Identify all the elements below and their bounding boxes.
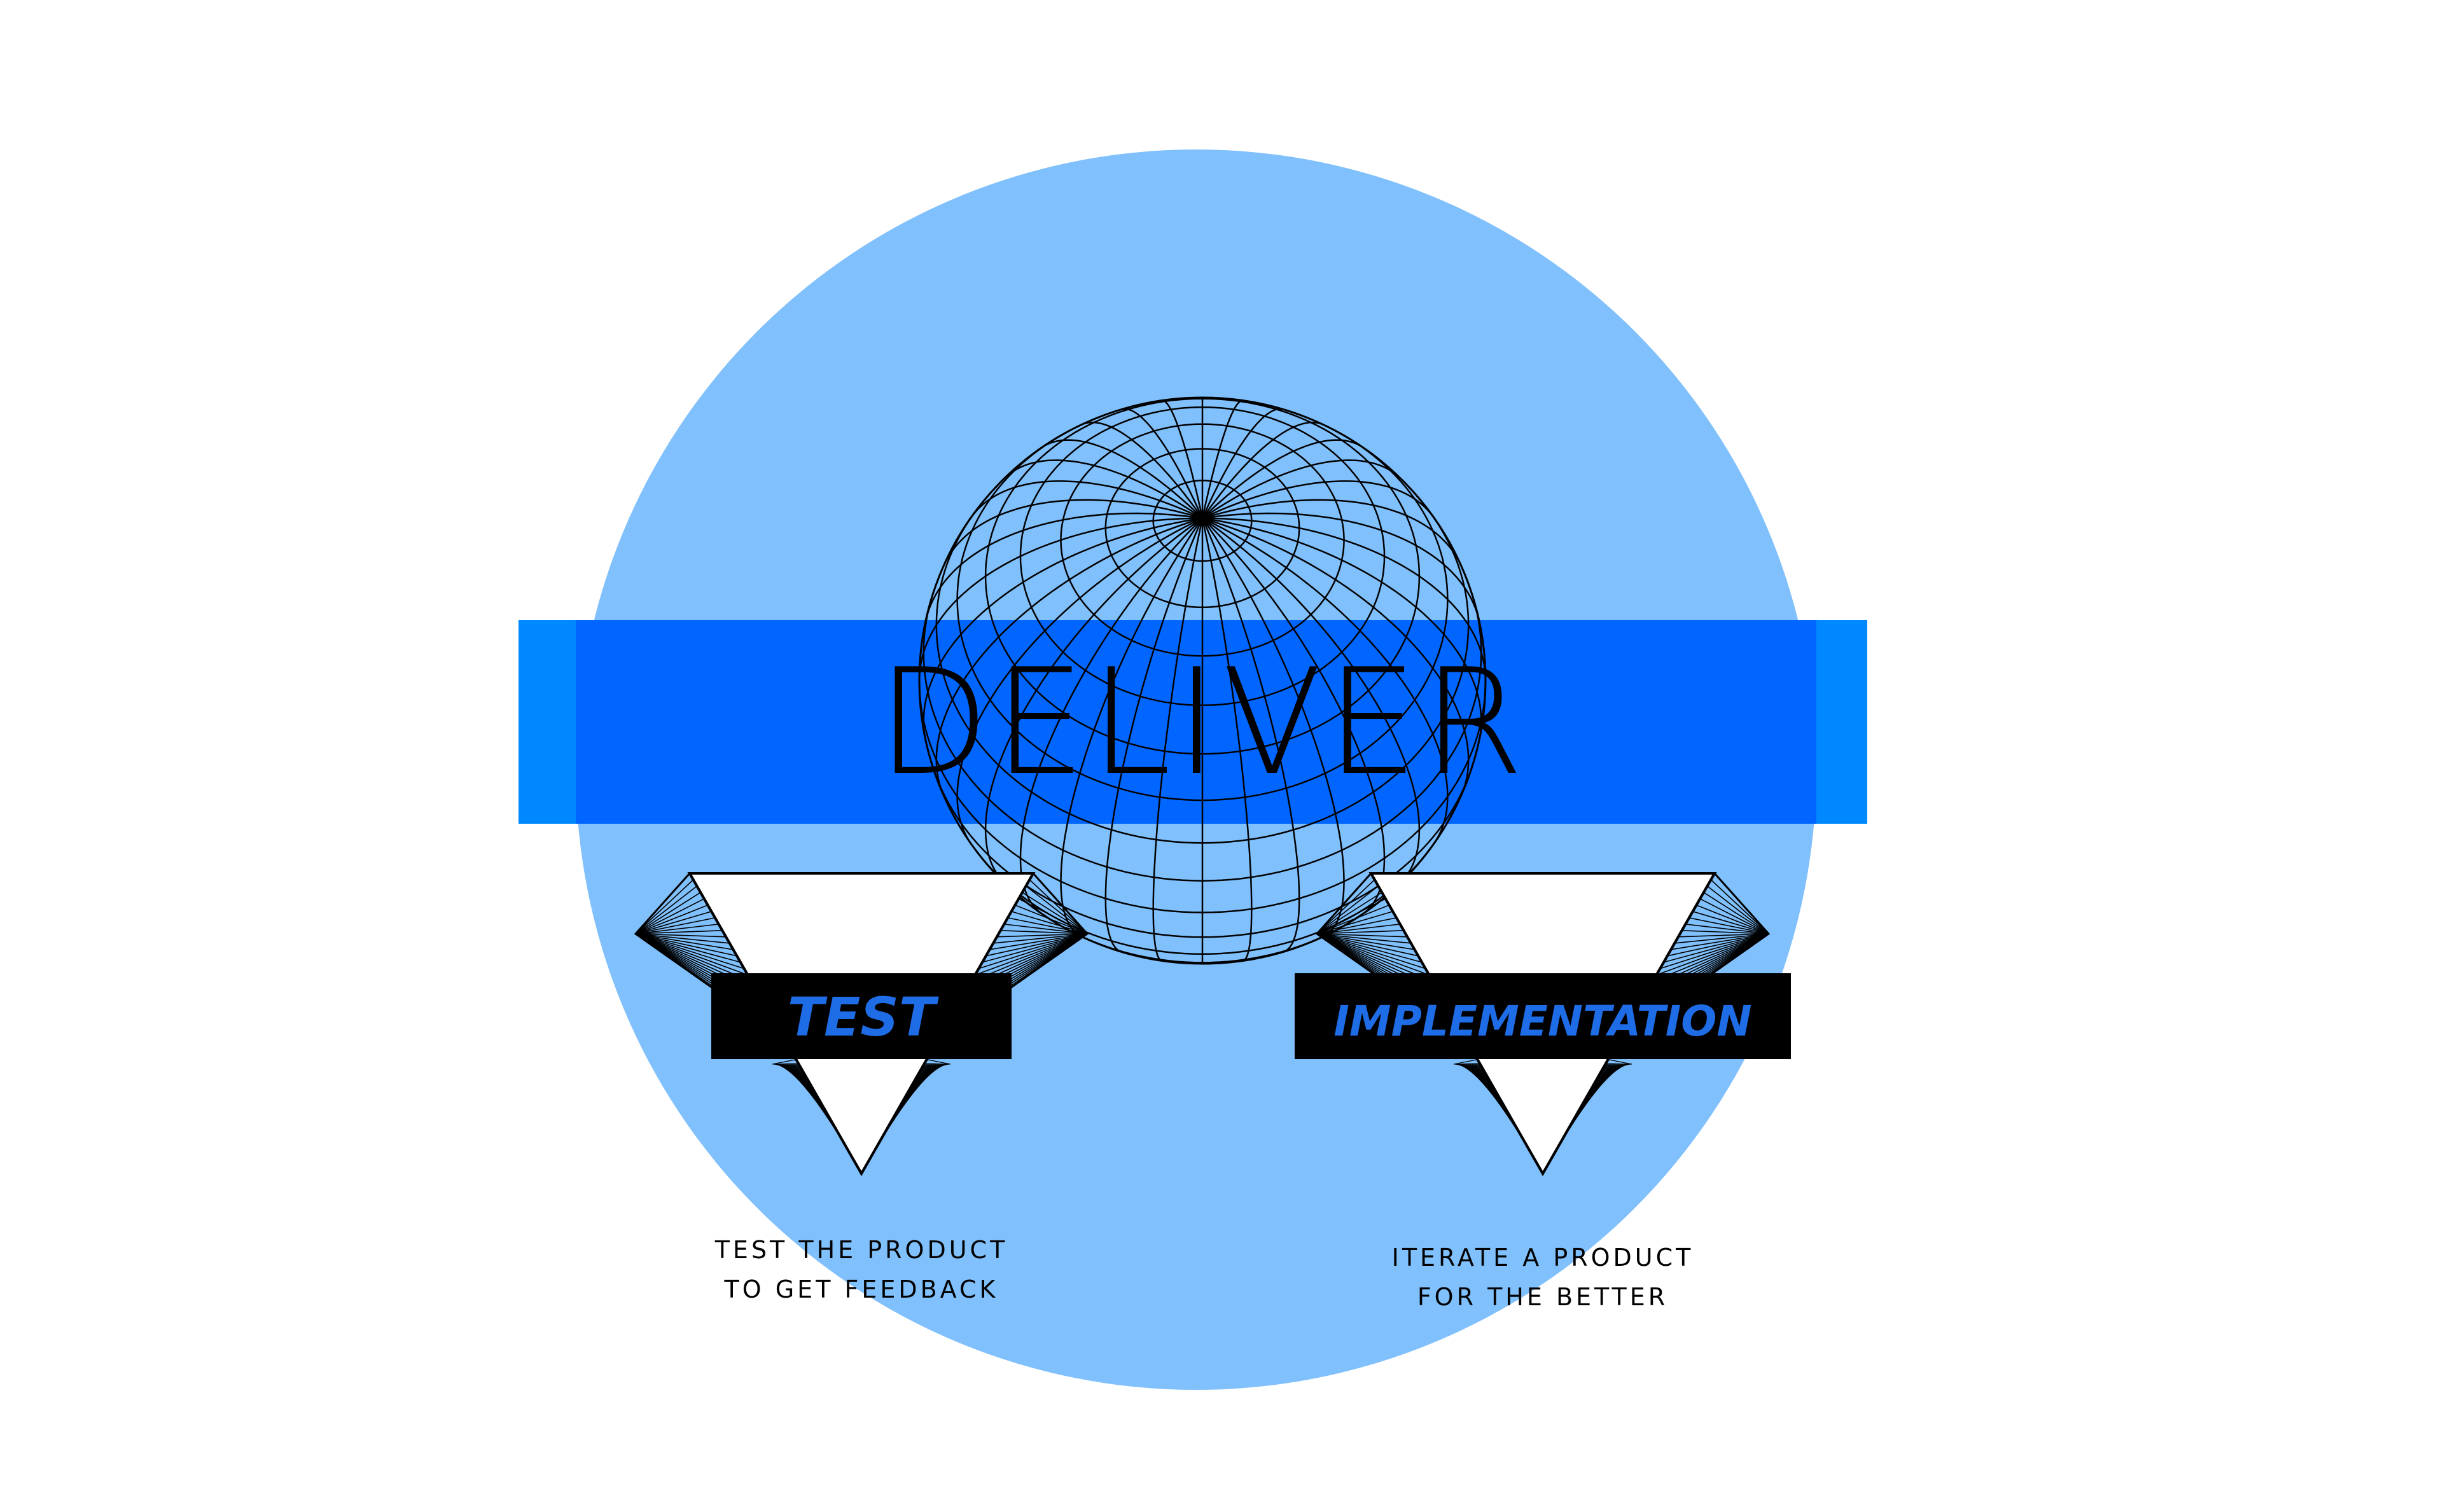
implementation-label-box: [1295, 973, 1791, 1059]
implementation-caption-line1: ITERATE A PRODUCT: [1392, 1244, 1694, 1272]
title-band: [519, 620, 1867, 824]
globe-icon: [918, 396, 1487, 965]
test-caption-line1: TEST THE PRODUCT: [714, 1236, 1008, 1264]
test-label: TEST: [788, 986, 939, 1048]
test-label-box: [711, 973, 1012, 1059]
test-card: TEST TEST THE PRODUCT TO GET FEEDBACK: [634, 872, 1089, 1303]
implementation-label: IMPLEMENTATION: [1333, 997, 1751, 1046]
page-title: DELIVER: [877, 638, 1528, 808]
implementation-card: IMPLEMENTATION ITERATE A PRODUCT FOR THE…: [1295, 872, 1791, 1311]
implementation-caption-line2: FOR THE BETTER: [1417, 1283, 1668, 1311]
test-caption-line2: TO GET FEEDBACK: [724, 1275, 999, 1303]
